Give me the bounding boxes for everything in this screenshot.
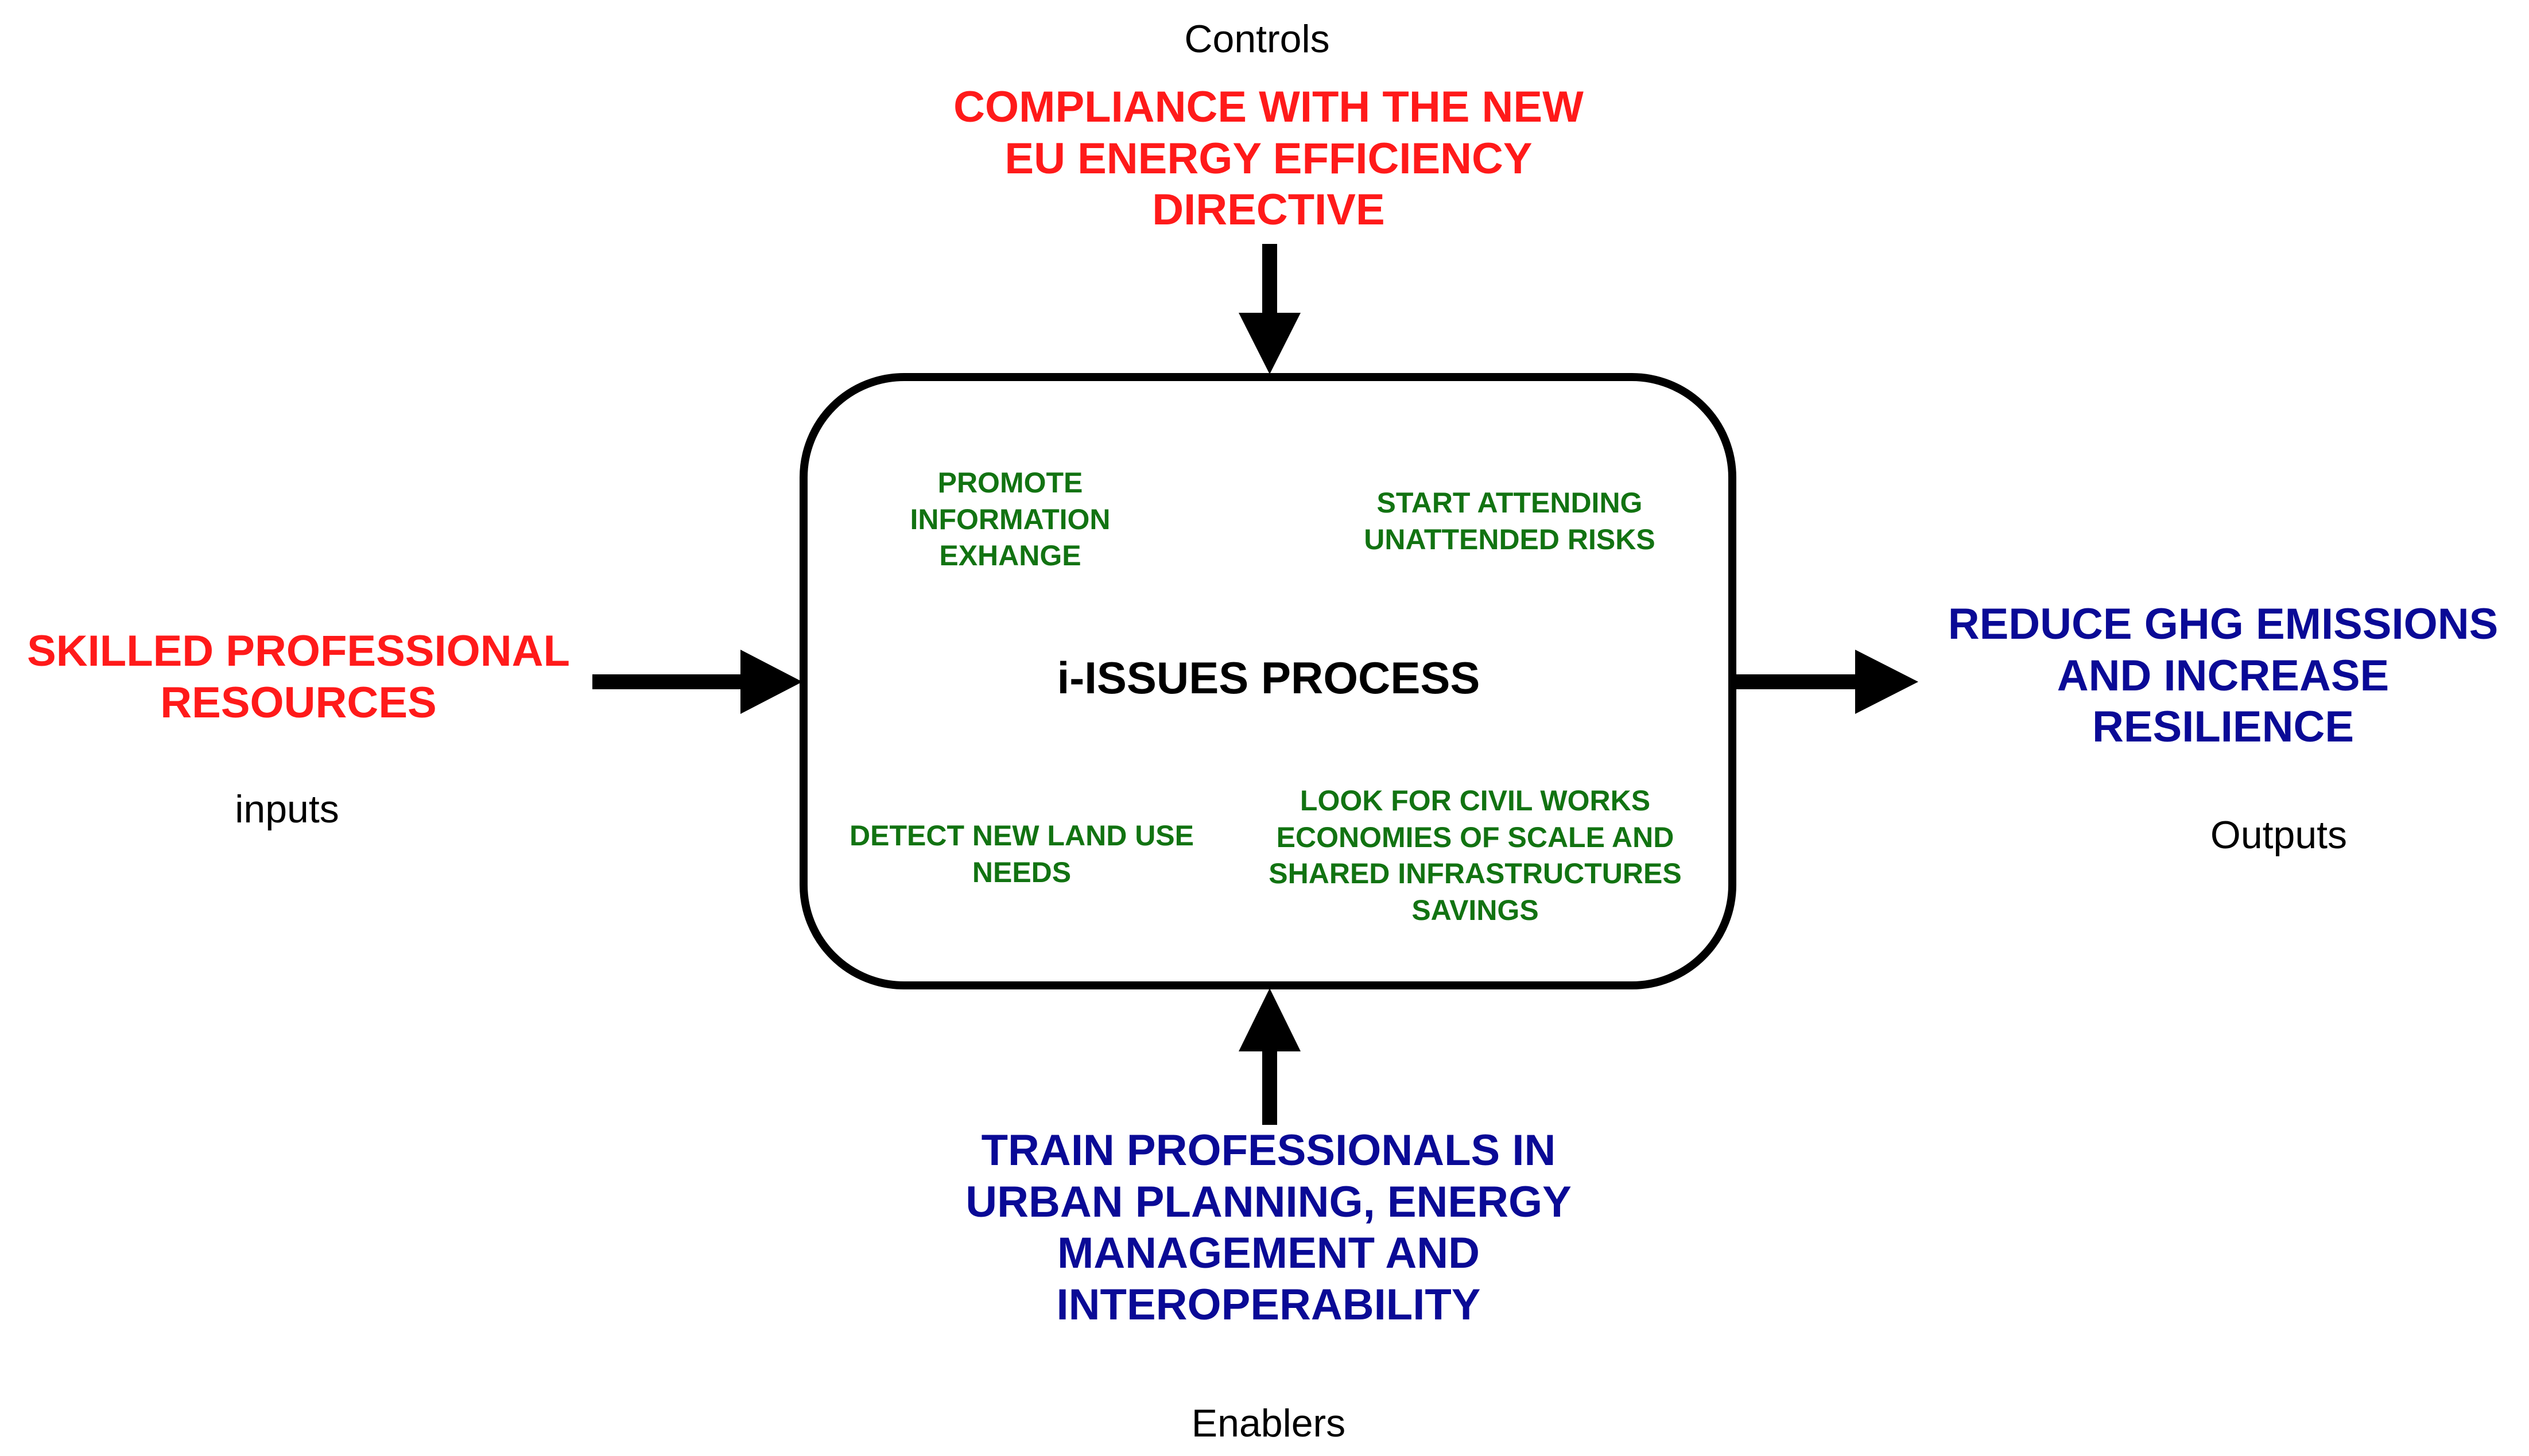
- process-item-unattended-risks: START ATTENDING UNATTENDED RISKS: [1364, 487, 1655, 556]
- outputs-arrow: [1735, 650, 1918, 714]
- controls-text: COMPLIANCE WITH THE NEW EU ENERGY EFFICI…: [953, 83, 1584, 235]
- process-item-promote-information: PROMOTE INFORMATION EXHANGE: [910, 467, 1111, 572]
- enablers-arrow: [1239, 988, 1301, 1125]
- process-item-land-use: DETECT NEW LAND USE NEEDS: [850, 820, 1194, 888]
- controls-label: Controls: [1184, 17, 1330, 61]
- controls-arrow: [1239, 244, 1301, 374]
- outputs-text: REDUCE GHG EMISSIONS AND INCREASE RESILI…: [1948, 600, 2499, 752]
- process-item-civil-works: LOOK FOR CIVIL WORKS ECONOMIES OF SCALE …: [1269, 785, 1682, 926]
- enablers-text: TRAIN PROFESSIONALS IN URBAN PLANNING, E…: [965, 1126, 1572, 1330]
- inputs-label: inputs: [235, 787, 339, 831]
- process-title: i-ISSUES PROCESS: [1057, 653, 1480, 703]
- outputs-label: Outputs: [2210, 813, 2348, 857]
- process-box: [800, 373, 1736, 989]
- enablers-label: Enablers: [1191, 1401, 1346, 1445]
- inputs-text: SKILLED PROFESSIONAL RESOURCES: [27, 627, 570, 727]
- inputs-arrow: [592, 650, 802, 714]
